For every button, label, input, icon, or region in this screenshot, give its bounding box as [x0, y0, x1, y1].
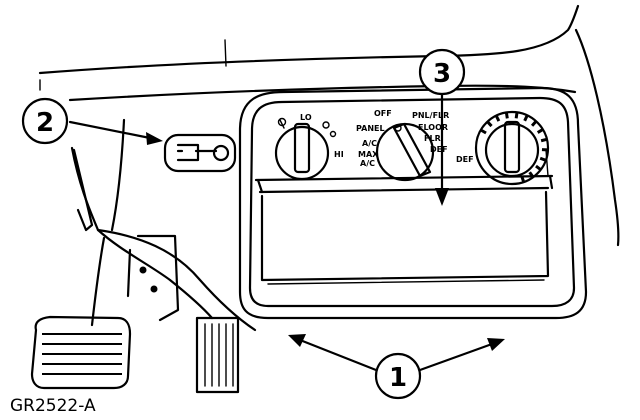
- callout-2-number: 2: [36, 108, 54, 138]
- callout-2: 2: [21, 97, 163, 145]
- temperature-tick: [528, 171, 535, 179]
- function-label-max: MAX: [358, 150, 379, 159]
- temperature-tick: [523, 114, 529, 122]
- temperature-knob[interactable]: DEF: [456, 110, 550, 186]
- callout-3-number: 3: [433, 59, 451, 89]
- temperature-scale-ticks: [480, 112, 549, 183]
- temperature-tick: [494, 114, 501, 122]
- temperature-tick: [535, 164, 542, 171]
- temperature-tick: [504, 112, 509, 119]
- blower-lo-label: LO: [300, 113, 312, 122]
- function-label-ac: A/C: [362, 139, 377, 148]
- temperature-def-label: DEF: [456, 155, 474, 164]
- pedal-ribs: [42, 333, 122, 375]
- temperature-tick: [486, 120, 493, 128]
- callout-1: 1: [288, 334, 505, 400]
- accelerator-pedal: [195, 316, 240, 394]
- blower-hi-label: HI: [334, 150, 344, 159]
- temperature-tick: [480, 128, 487, 135]
- figure-id: GR2522-A: [10, 396, 96, 416]
- temperature-tick: [514, 112, 519, 119]
- temperature-tick: [536, 128, 544, 134]
- function-knob[interactable]: OFF PANEL A/C MAX A/C PNL/FLR FLOOR FLR …: [356, 109, 449, 182]
- function-label-panel: PANEL: [356, 124, 385, 133]
- function-label-def: DEF: [430, 145, 448, 154]
- in-car-temperature-sensor: [163, 133, 237, 173]
- temperature-tick: [539, 156, 547, 162]
- callout-3: 3: [418, 48, 466, 206]
- function-label-max-ac: A/C: [360, 159, 375, 168]
- climate-control-head: [238, 86, 588, 320]
- temperature-tick: [540, 137, 548, 143]
- temperature-tick: [520, 175, 526, 183]
- temperature-tick: [530, 120, 538, 127]
- blower-knob[interactable]: LO HI: [274, 113, 344, 181]
- callout-1-number: 1: [389, 363, 407, 393]
- function-label-floor: FLOOR: [418, 123, 448, 132]
- function-label-flr: FLR: [424, 134, 441, 143]
- function-label-off: OFF: [374, 109, 392, 118]
- brake-pedal: [30, 315, 132, 390]
- function-label-pnl-flr: PNL/FLR: [412, 111, 449, 120]
